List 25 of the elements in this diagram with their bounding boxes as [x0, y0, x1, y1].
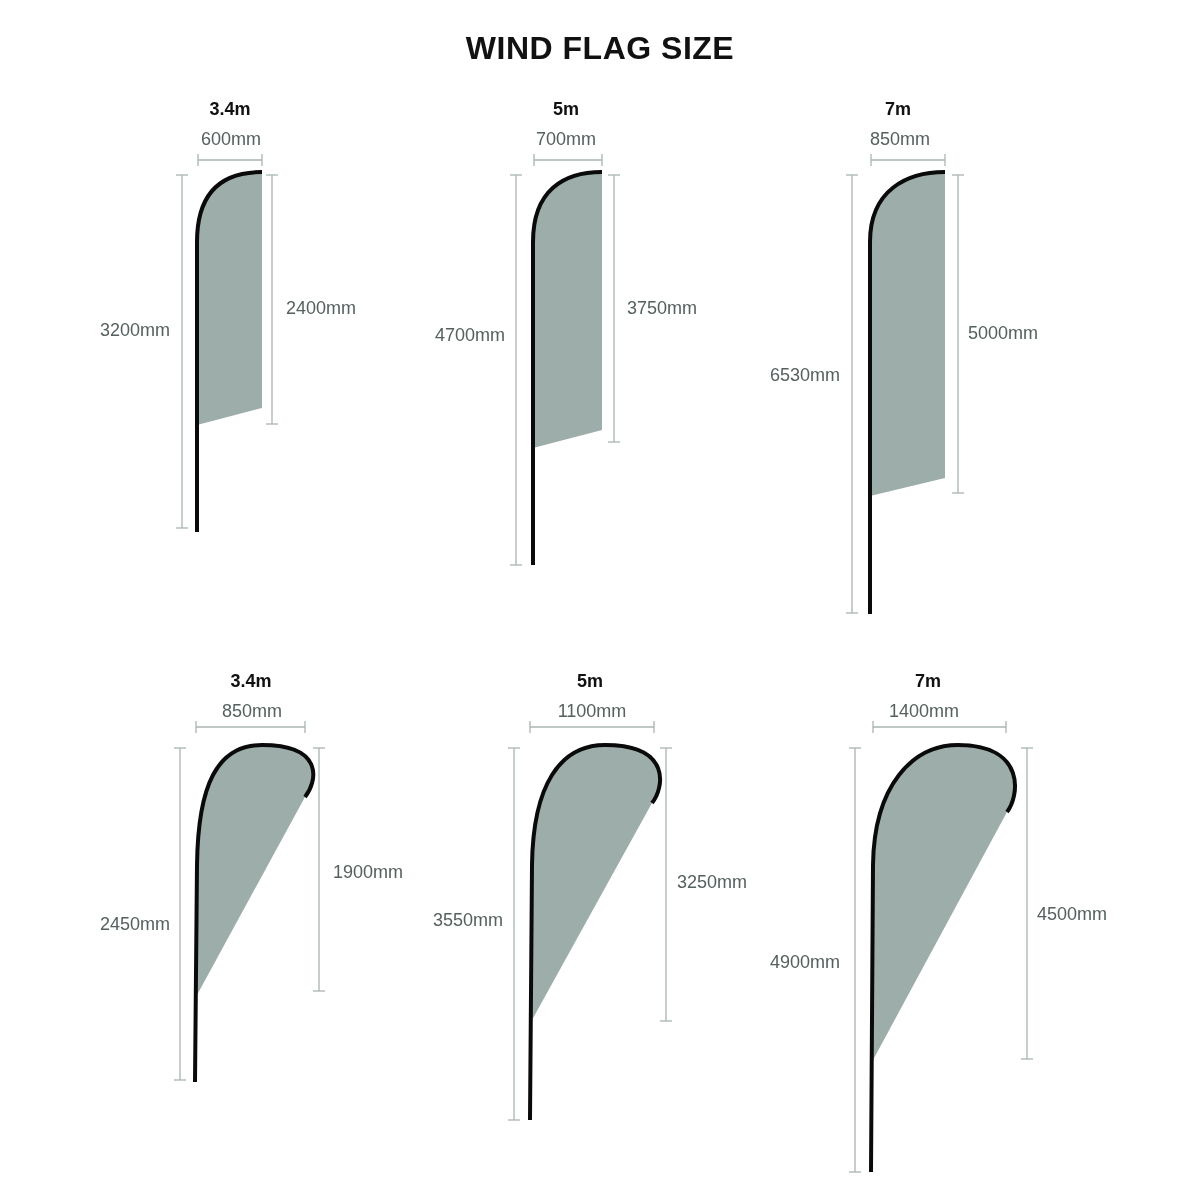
flag-size-label: 5m [553, 100, 579, 118]
width-dimension-label: 1100mm [557, 702, 627, 720]
flag-height-label: 3250mm [677, 873, 748, 891]
width-dimension-label: 700mm [536, 130, 596, 148]
total-height-label: 3200mm [99, 321, 170, 339]
flag-height-label: 2400mm [286, 299, 357, 317]
total-height-label: 6530mm [769, 366, 840, 384]
flag-height-label: 3750mm [627, 299, 698, 317]
width-dimension-label: 850mm [222, 702, 282, 720]
total-height-label: 3550mm [432, 911, 503, 929]
total-height-label: 2450mm [99, 915, 170, 933]
flag-size-label: 7m [915, 672, 941, 690]
flag-size-label: 5m [577, 672, 603, 690]
width-dimension-label: 850mm [870, 130, 930, 148]
title: WIND FLAG SIZE [464, 30, 736, 67]
flag-size-label: 3.4m [209, 100, 251, 118]
flag-height-label: 5000mm [968, 324, 1039, 342]
width-dimension-label: 1400mm [889, 702, 959, 720]
flag-size-label: 3.4m [230, 672, 272, 690]
width-dimension-label: 600mm [201, 130, 261, 148]
flag-height-label: 4500mm [1037, 905, 1108, 923]
total-height-label: 4900mm [769, 953, 840, 971]
total-height-label: 4700mm [434, 326, 505, 344]
flag-height-label: 1900mm [333, 863, 404, 881]
flag-size-label: 7m [885, 100, 911, 118]
